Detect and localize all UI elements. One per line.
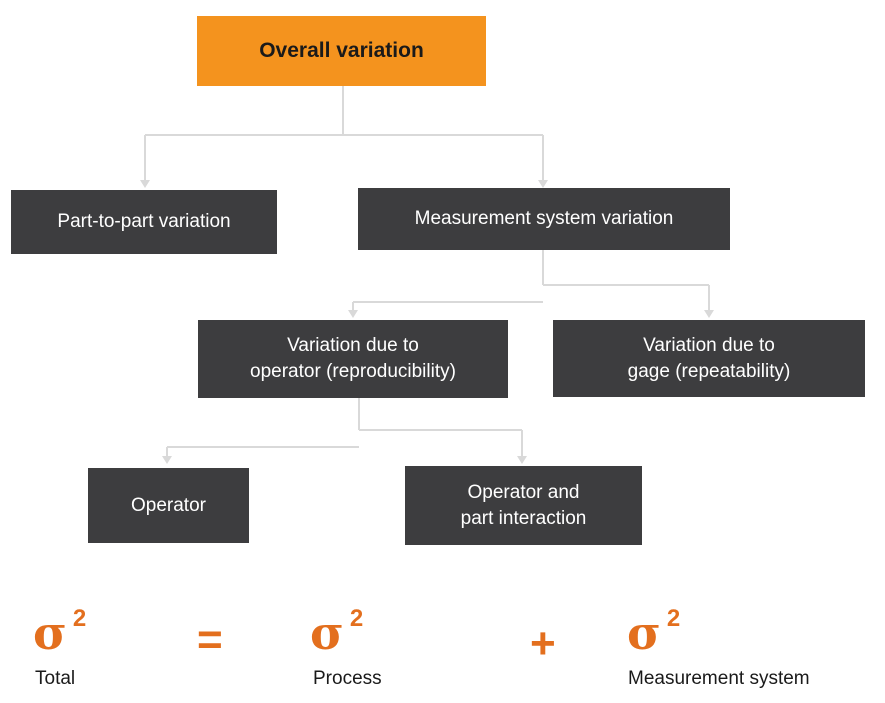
exponent: 2 — [666, 605, 681, 632]
label-total: Total — [35, 668, 76, 689]
node-measurement-system-variation: Measurement system variation — [358, 188, 730, 250]
node-part-to-part-variation: Part-to-part variation — [11, 190, 277, 254]
node-reproducibility: Variation due to operator (reproducibili… — [198, 320, 508, 398]
node-operator: Operator — [88, 468, 249, 543]
exponent: 2 — [349, 605, 364, 632]
label-process: Process — [313, 668, 382, 689]
exponent: 2 — [72, 605, 87, 632]
equals-sign: = — [197, 615, 223, 664]
node-overall-variation: Overall variation — [197, 16, 486, 86]
node-operator-part-interaction: Operator and part interaction — [405, 466, 642, 545]
plus-sign: + — [530, 619, 556, 668]
label-measurement-system: Measurement system — [628, 668, 810, 689]
node-repeatability: Variation due to gage (repeatability) — [553, 320, 865, 397]
